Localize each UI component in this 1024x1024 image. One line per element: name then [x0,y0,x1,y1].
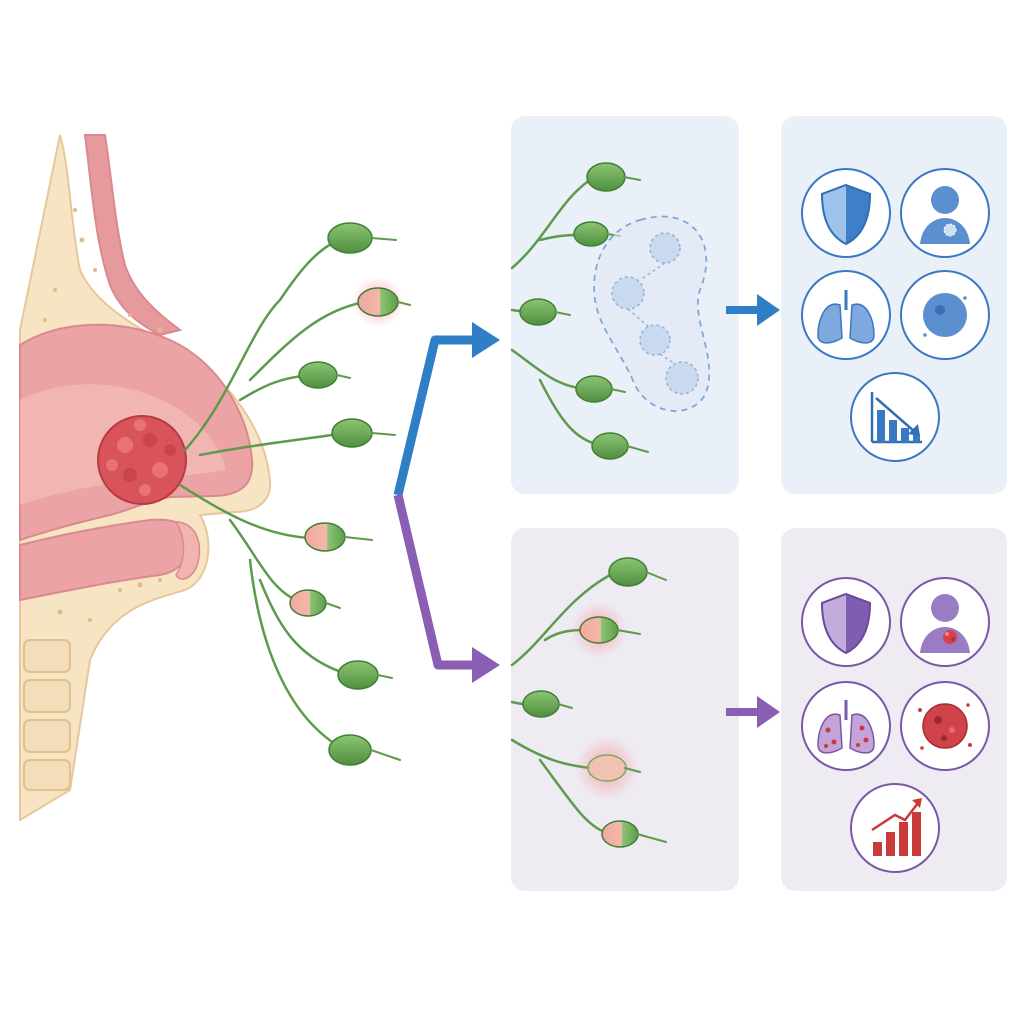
person-neck-tumor-icon [900,577,990,667]
lymph-node [331,418,373,448]
person-neck-icon [900,168,990,258]
vertebra [23,639,71,673]
vertebra [23,679,71,713]
shield-icon [801,168,891,258]
primary-tumor [97,415,187,505]
lymph-node [573,221,609,247]
vertebra [23,759,71,791]
tumor-cell-icon [900,681,990,771]
lymph-node-affected [289,589,327,617]
top-outcome-panel [781,116,1007,494]
lymph-node-affected [579,616,619,644]
lymph-node [327,222,373,254]
lymphatic-vessels [178,236,367,752]
lymph-node [575,375,613,403]
branch-arrows [393,322,500,683]
lymph-node-affected [357,287,399,317]
lymph-node [328,734,372,766]
bottom-outcome-arrow [726,696,780,728]
contained-cells [611,232,699,395]
vessel-tails-left [325,237,411,761]
lymph-node [586,162,626,192]
lymph-node-group-left [289,222,404,766]
lymph-node [298,361,338,389]
head-neck-anatomy [19,134,272,822]
bottom-lymph-panel [510,528,739,891]
top-branch-arrow [393,335,475,497]
lymph-node-affected [304,522,346,552]
lymph-node [608,557,648,587]
lungs-icon [801,270,891,360]
shield-icon [801,577,891,667]
cell-icon [900,270,990,360]
vertebrae [23,639,71,791]
top-outcome-arrow [726,294,780,326]
bottom-outcome-panel [781,528,1007,891]
lymph-node-affected [587,754,627,782]
lymph-node [522,690,560,718]
lymph-node-affected [601,820,639,848]
declining-bar-chart-icon [850,372,940,462]
bottom-branch-arrow [393,493,475,670]
vertebra [23,719,71,753]
lymph-node [337,660,379,690]
lymph-node [519,298,557,326]
upper-airway [83,134,183,337]
lip [174,521,201,580]
lungs-metastasis-icon [801,681,891,771]
bone-texture [43,208,163,622]
lymph-node [591,432,629,460]
top-branch-arrowhead [472,322,500,358]
bottom-branch-arrowhead [472,647,500,683]
top-lymph-panel [510,116,739,494]
rising-bar-chart-icon [850,783,940,873]
